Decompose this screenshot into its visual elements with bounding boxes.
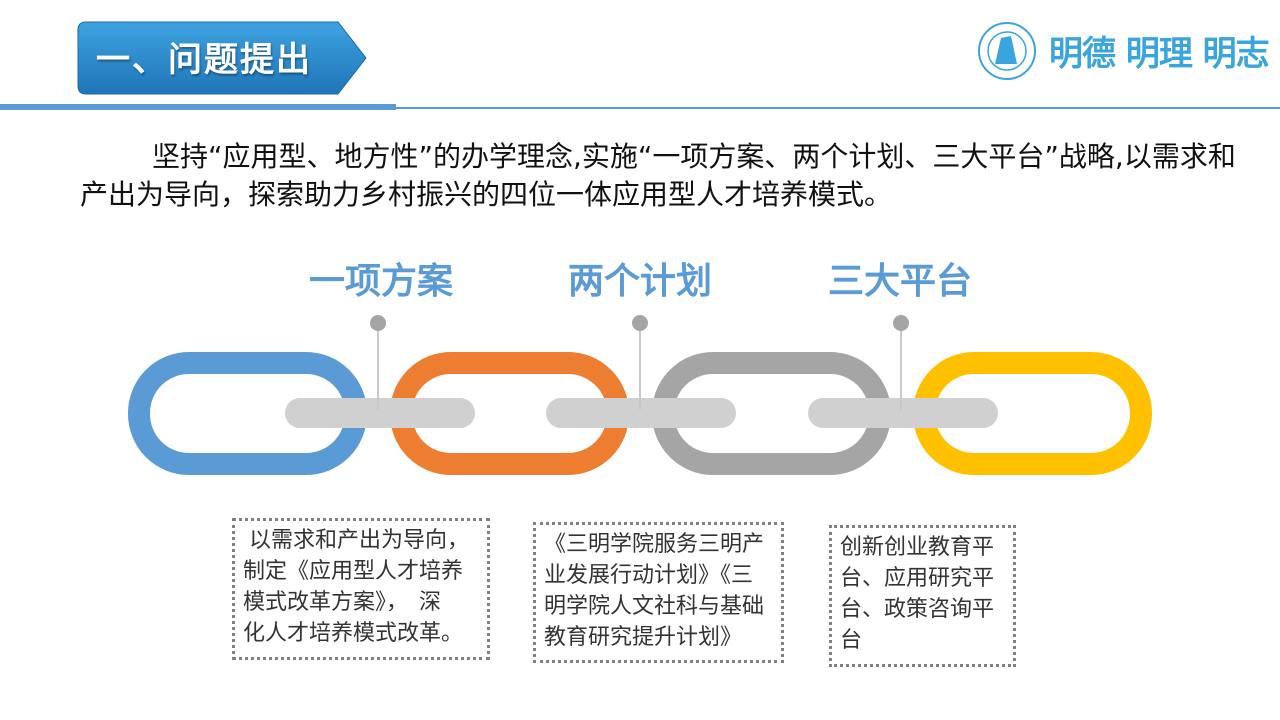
section-title: 一、问题提出	[96, 40, 312, 80]
university-logo: 明德 明理 明志	[975, 18, 1270, 84]
section-title-banner: 一、问题提出	[76, 20, 367, 96]
heading-one-plan: 一项方案	[308, 261, 454, 302]
box-line: 台、政策咨询平	[840, 597, 995, 622]
box-line: 创新创业教育平	[840, 535, 995, 560]
platforms-box: 创新创业教育平 台、应用研究平 台、政策咨询平 台	[829, 525, 1016, 667]
chain-connector-bar	[285, 398, 475, 428]
pin-dot	[893, 315, 909, 331]
plans-box: 《三明学院服务三明产 业发展行动计划》《三 明学院人文社科与基础 教育研究提升计…	[533, 522, 784, 663]
heading-two-plans: 两个计划	[567, 261, 713, 302]
box-line: 《三明学院服务三明产	[544, 532, 765, 557]
box-line: 制定《应用型人才培养	[243, 559, 464, 584]
box-line: 以需求和产出为导向，	[249, 528, 470, 553]
plan-box: 以需求和产出为导向， 制定《应用型人才培养 模式改革方案》， 深 化人才培养模式…	[232, 518, 490, 660]
box-line: 台	[840, 628, 863, 653]
header-rule	[0, 104, 396, 110]
chain-connector-bar	[808, 398, 998, 428]
box-line: 台、应用研究平	[840, 566, 995, 591]
pin-dot	[632, 315, 648, 331]
university-seal-icon	[978, 22, 1036, 80]
box-line: 教育研究提升计划》	[544, 625, 743, 650]
box-line: 明学院人文社科与基础	[544, 594, 765, 619]
box-line: 化人才培养模式改革。	[243, 621, 464, 646]
box-line: 业发展行动计划》《三	[544, 563, 754, 588]
intro-paragraph: 坚持“应用型、地方性”的办学理念,实施“一项方案、两个计划、三大平台”战略,以需…	[80, 140, 1236, 211]
pin-dot	[370, 315, 386, 331]
header-rule-thin	[396, 107, 1280, 109]
chain-connector-bar	[546, 398, 736, 428]
banner-shape	[77, 21, 367, 95]
heading-three-platforms: 三大平台	[827, 261, 973, 302]
motto: 明德 明理 明志	[1049, 34, 1270, 74]
box-line: 模式改革方案》， 深	[243, 590, 442, 615]
